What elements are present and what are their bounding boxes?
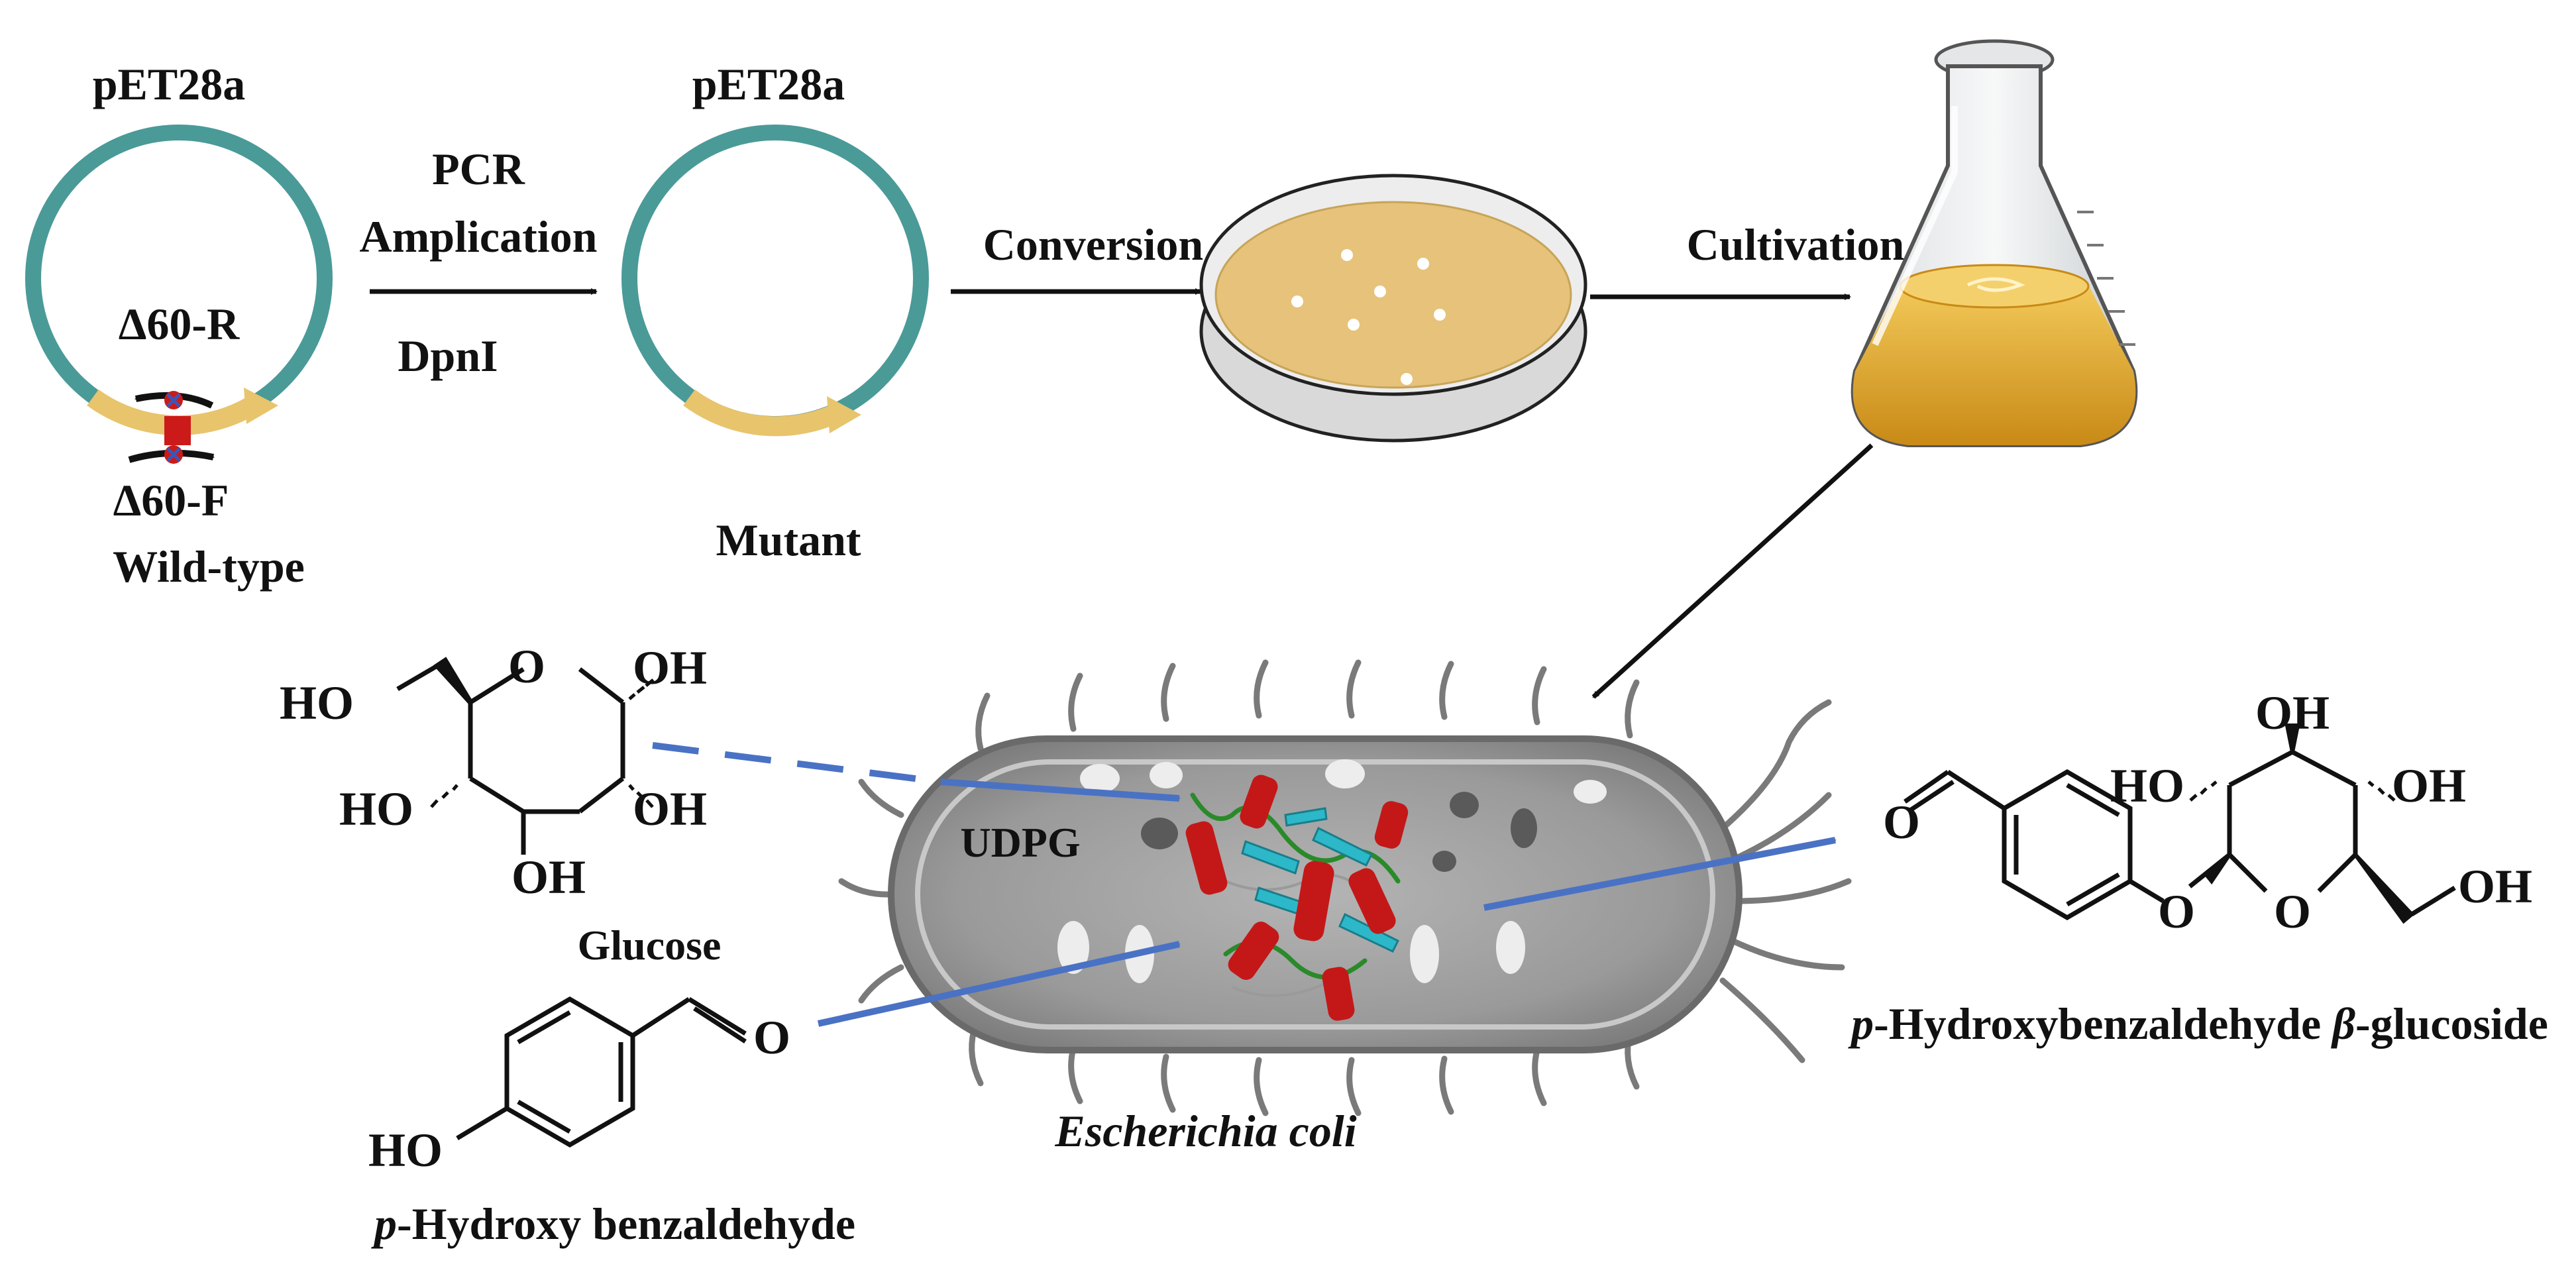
- wild-type-label: Wild-type: [113, 541, 305, 592]
- glucose-to-udpg-arrow: [940, 778, 1181, 802]
- primer-reverse-arrow: [134, 391, 214, 409]
- product-carbonyl-o: O: [1883, 796, 1920, 849]
- mutant-label: Mutant: [716, 515, 861, 565]
- glucose-ring-o: O: [508, 640, 545, 693]
- udpg-label: UDPG: [960, 819, 1080, 866]
- product-oh-right: OH: [2392, 759, 2466, 812]
- glucose-ho-c4: HO: [339, 782, 413, 835]
- glucose-oh-c3: OH: [511, 851, 586, 904]
- primer-forward-arrow: [128, 445, 215, 464]
- phb-uptake-arrow: [817, 941, 1181, 1027]
- plasmid-icon: [25, 125, 333, 445]
- pcr-label: PCR: [432, 144, 525, 194]
- primer-reverse-label: Δ60-R: [119, 299, 240, 349]
- phb-name: p-Hydroxy benzaldehyde: [371, 1199, 855, 1249]
- flask-icon: [1851, 39, 2138, 447]
- primer-forward-label: Δ60-F: [113, 475, 229, 525]
- glucose-oh-anomeric: OH: [633, 641, 707, 694]
- wild-plasmid-name: pET28a: [93, 59, 246, 109]
- cultivation-label: Cultivation: [1687, 219, 1905, 270]
- product-oh-top: OH: [2255, 686, 2330, 739]
- product-ring-o: O: [2274, 885, 2311, 938]
- glucose-ho-left: HO: [280, 676, 354, 729]
- phb-structure: O HO: [368, 996, 790, 1177]
- petri-dish-icon: [1199, 174, 1587, 443]
- cell-name: Escherichia coli: [1054, 1106, 1356, 1156]
- glucose-name: Glucose: [578, 922, 722, 969]
- product-ch2oh: OH: [2458, 860, 2532, 913]
- flask-to-cell-arrow: [1591, 443, 1874, 699]
- product-export-arrow: [1483, 837, 1837, 911]
- conversion-label: Conversion: [983, 219, 1203, 270]
- bacterium-icon: [838, 659, 1852, 1116]
- product-name: p-Hydroxybenzaldehyde β-glucoside: [1848, 998, 2548, 1049]
- dpni-label: DpnI: [398, 331, 498, 381]
- amplication-label: Amplication: [360, 211, 598, 262]
- glucose-dashed-arrow: [652, 742, 941, 785]
- plasmid-icon: [621, 125, 929, 437]
- glucose-oh-c2: OH: [633, 782, 707, 835]
- product-ether-o: O: [2158, 885, 2195, 938]
- protein-icon: [1185, 775, 1409, 1021]
- mutant-plasmid-name: pET28a: [692, 59, 845, 109]
- phb-ho: HO: [368, 1124, 443, 1177]
- phb-carbonyl-o: O: [753, 1011, 790, 1064]
- product-structure: O O O OH HO OH OH: [1883, 686, 2532, 938]
- product-ho-left: HO: [2110, 759, 2184, 812]
- glucose-structure: HO O OH HO OH OH: [280, 640, 707, 904]
